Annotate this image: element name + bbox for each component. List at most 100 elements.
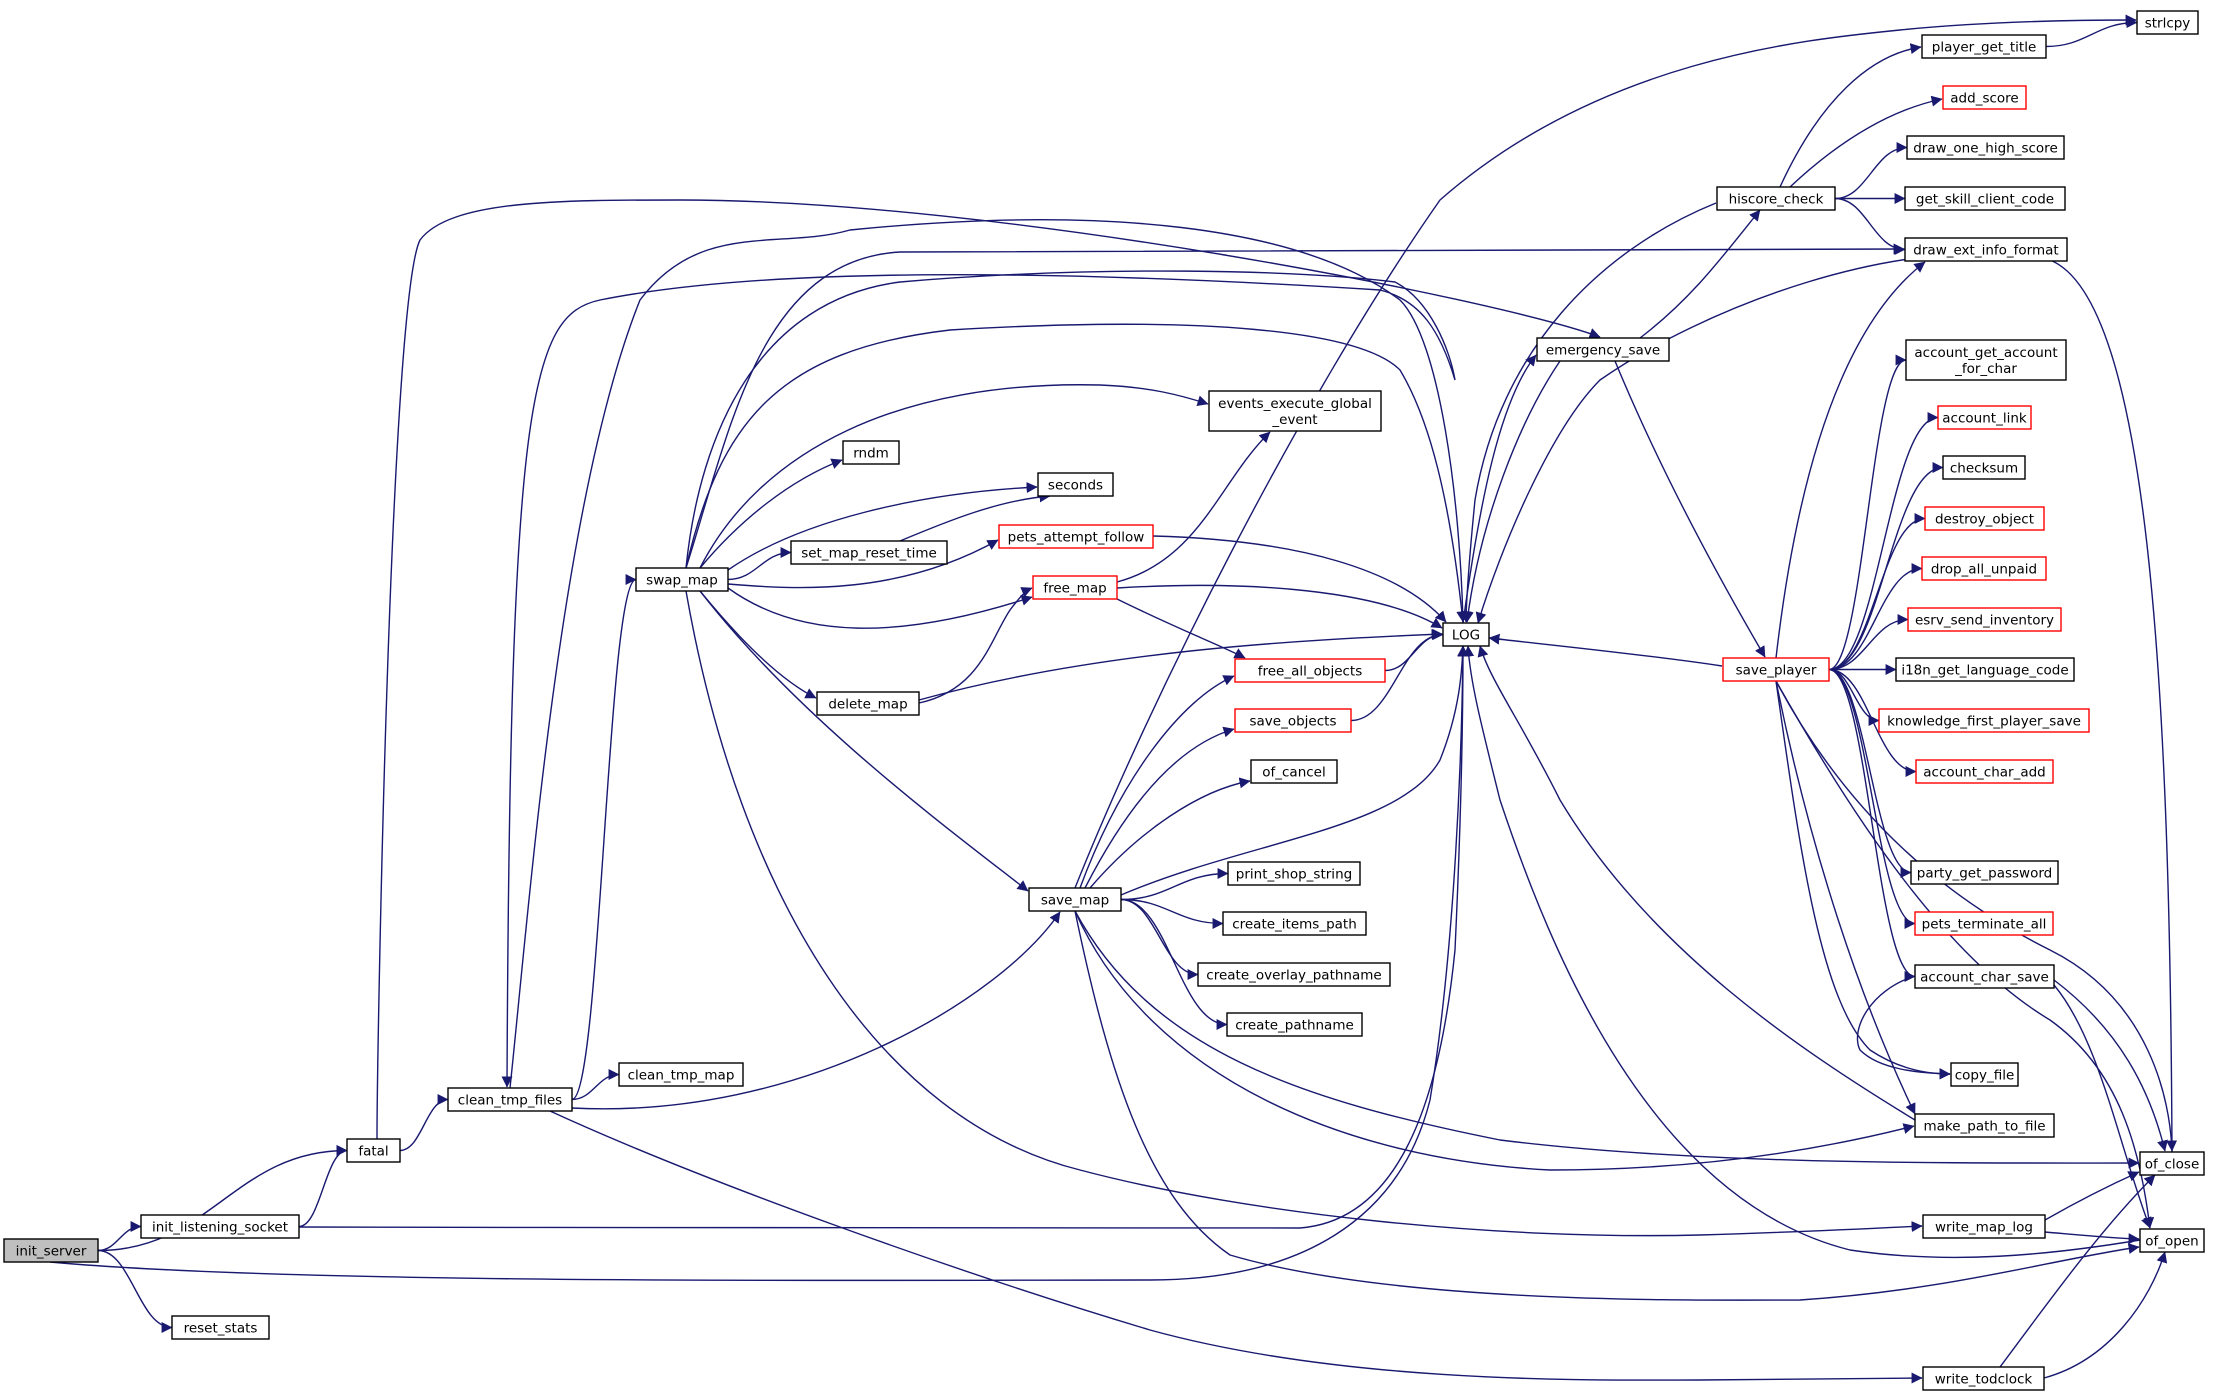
node-box-save_player[interactable] — [1722, 657, 1830, 682]
node-box-draw_one_high_score[interactable] — [1906, 135, 2065, 160]
node-free_all_objects[interactable]: free_all_objects — [1234, 658, 1386, 683]
node-box-seconds[interactable] — [1037, 472, 1114, 497]
node-box-create_items_path[interactable] — [1222, 911, 1367, 936]
node-rndm[interactable]: rndm — [842, 440, 900, 465]
node-of_close[interactable]: of_close — [2139, 1151, 2205, 1176]
node-box-init_server[interactable] — [3, 1238, 99, 1263]
node-box-create_pathname[interactable] — [1226, 1012, 1363, 1037]
node-box-save_map[interactable] — [1028, 887, 1122, 912]
node-box-make_path_to_file[interactable] — [1914, 1113, 2055, 1138]
node-pets_attempt_follow[interactable]: pets_attempt_follow — [998, 524, 1154, 549]
node-box-free_map[interactable] — [1032, 575, 1118, 600]
node-box-print_shop_string[interactable] — [1227, 861, 1361, 886]
node-box-destroy_object[interactable] — [1924, 506, 2045, 531]
node-box-save_objects[interactable] — [1234, 708, 1352, 733]
node-init_listening_socket[interactable]: init_listening_socket — [140, 1214, 300, 1239]
node-box-events_execute_global_event[interactable] — [1208, 390, 1382, 432]
node-pets_terminate_all[interactable]: pets_terminate_all — [1914, 911, 2054, 936]
node-box-draw_ext_info_format[interactable] — [1904, 237, 2068, 262]
node-box-reset_stats[interactable] — [171, 1315, 270, 1340]
node-emergency_save[interactable]: emergency_save — [1536, 337, 1670, 362]
node-draw_one_high_score[interactable]: draw_one_high_score — [1906, 135, 2065, 160]
node-account_link[interactable]: account_link — [1937, 405, 2032, 430]
node-draw_ext_info_format[interactable]: draw_ext_info_format — [1904, 237, 2068, 262]
node-box-set_map_reset_time[interactable] — [790, 540, 948, 565]
node-box-i18n_get_language_code[interactable] — [1895, 657, 2075, 682]
node-add_score[interactable]: add_score — [1942, 85, 2027, 110]
node-seconds[interactable]: seconds — [1037, 472, 1114, 497]
node-events_execute_global_event[interactable]: events_execute_global_event — [1208, 390, 1382, 432]
node-box-of_open[interactable] — [2139, 1228, 2205, 1253]
node-box-free_all_objects[interactable] — [1234, 658, 1386, 683]
node-set_map_reset_time[interactable]: set_map_reset_time — [790, 540, 948, 565]
node-create_pathname[interactable]: create_pathname — [1226, 1012, 1363, 1037]
node-box-drop_all_unpaid[interactable] — [1921, 556, 2047, 581]
node-box-fatal[interactable] — [346, 1138, 401, 1163]
node-box-account_char_save[interactable] — [1914, 964, 2055, 989]
node-box-hiscore_check[interactable] — [1716, 186, 1836, 211]
node-box-delete_map[interactable] — [816, 691, 920, 716]
node-make_path_to_file[interactable]: make_path_to_file — [1914, 1113, 2055, 1138]
node-checksum[interactable]: checksum — [1942, 455, 2026, 480]
node-box-add_score[interactable] — [1942, 85, 2027, 110]
node-fatal[interactable]: fatal — [346, 1138, 401, 1163]
node-player_get_title[interactable]: player_get_title — [1921, 34, 2047, 59]
node-swap_map[interactable]: swap_map — [635, 567, 729, 592]
node-delete_map[interactable]: delete_map — [816, 691, 920, 716]
node-esrv_send_inventory[interactable]: esrv_send_inventory — [1907, 607, 2062, 632]
node-save_player[interactable]: save_player — [1722, 657, 1830, 682]
node-party_get_password[interactable]: party_get_password — [1910, 860, 2059, 885]
node-box-pets_attempt_follow[interactable] — [998, 524, 1154, 549]
node-box-of_cancel[interactable] — [1250, 759, 1338, 784]
node-create_overlay_pathname[interactable]: create_overlay_pathname — [1197, 962, 1391, 987]
node-knowledge_first_player_save[interactable]: knowledge_first_player_save — [1878, 708, 2090, 733]
node-box-pets_terminate_all[interactable] — [1914, 911, 2054, 936]
node-write_todclock[interactable]: write_todclock — [1922, 1366, 2045, 1391]
node-account_char_save[interactable]: account_char_save — [1914, 964, 2055, 989]
node-box-clean_tmp_files[interactable] — [447, 1087, 573, 1112]
node-copy_file[interactable]: copy_file — [1950, 1062, 2019, 1087]
node-box-swap_map[interactable] — [635, 567, 729, 592]
node-account_get_account_for_char[interactable]: account_get_account_for_char — [1905, 339, 2067, 381]
node-box-get_skill_client_code[interactable] — [1904, 186, 2066, 211]
node-destroy_object[interactable]: destroy_object — [1924, 506, 2045, 531]
node-box-account_char_add[interactable] — [1915, 759, 2054, 784]
node-box-clean_tmp_map[interactable] — [618, 1062, 744, 1087]
node-strlcpy[interactable]: strlcpy — [2136, 10, 2199, 35]
node-hiscore_check[interactable]: hiscore_check — [1716, 186, 1836, 211]
node-of_cancel[interactable]: of_cancel — [1250, 759, 1338, 784]
node-box-LOG[interactable] — [1442, 622, 1490, 647]
node-box-rndm[interactable] — [842, 440, 900, 465]
node-box-copy_file[interactable] — [1950, 1062, 2019, 1087]
node-box-player_get_title[interactable] — [1921, 34, 2047, 59]
node-box-of_close[interactable] — [2139, 1151, 2205, 1176]
node-clean_tmp_map[interactable]: clean_tmp_map — [618, 1062, 744, 1087]
node-LOG[interactable]: LOG — [1442, 622, 1490, 647]
node-box-write_todclock[interactable] — [1922, 1366, 2045, 1391]
node-box-party_get_password[interactable] — [1910, 860, 2059, 885]
node-box-account_get_account_for_char[interactable] — [1905, 339, 2067, 381]
node-save_objects[interactable]: save_objects — [1234, 708, 1352, 733]
node-box-account_link[interactable] — [1937, 405, 2032, 430]
node-create_items_path[interactable]: create_items_path — [1222, 911, 1367, 936]
node-account_char_add[interactable]: account_char_add — [1915, 759, 2054, 784]
node-box-init_listening_socket[interactable] — [140, 1214, 300, 1239]
node-box-create_overlay_pathname[interactable] — [1197, 962, 1391, 987]
node-reset_stats[interactable]: reset_stats — [171, 1315, 270, 1340]
node-write_map_log[interactable]: write_map_log — [1922, 1214, 2046, 1239]
node-box-write_map_log[interactable] — [1922, 1214, 2046, 1239]
node-box-esrv_send_inventory[interactable] — [1907, 607, 2062, 632]
node-init_server[interactable]: init_server — [3, 1238, 99, 1263]
node-of_open[interactable]: of_open — [2139, 1228, 2205, 1253]
node-i18n_get_language_code[interactable]: i18n_get_language_code — [1895, 657, 2075, 682]
node-clean_tmp_files[interactable]: clean_tmp_files — [447, 1087, 573, 1112]
node-free_map[interactable]: free_map — [1032, 575, 1118, 600]
node-get_skill_client_code[interactable]: get_skill_client_code — [1904, 186, 2066, 211]
node-box-checksum[interactable] — [1942, 455, 2026, 480]
node-print_shop_string[interactable]: print_shop_string — [1227, 861, 1361, 886]
node-box-emergency_save[interactable] — [1536, 337, 1670, 362]
node-box-knowledge_first_player_save[interactable] — [1878, 708, 2090, 733]
node-save_map[interactable]: save_map — [1028, 887, 1122, 912]
node-drop_all_unpaid[interactable]: drop_all_unpaid — [1921, 556, 2047, 581]
node-box-strlcpy[interactable] — [2136, 10, 2199, 35]
